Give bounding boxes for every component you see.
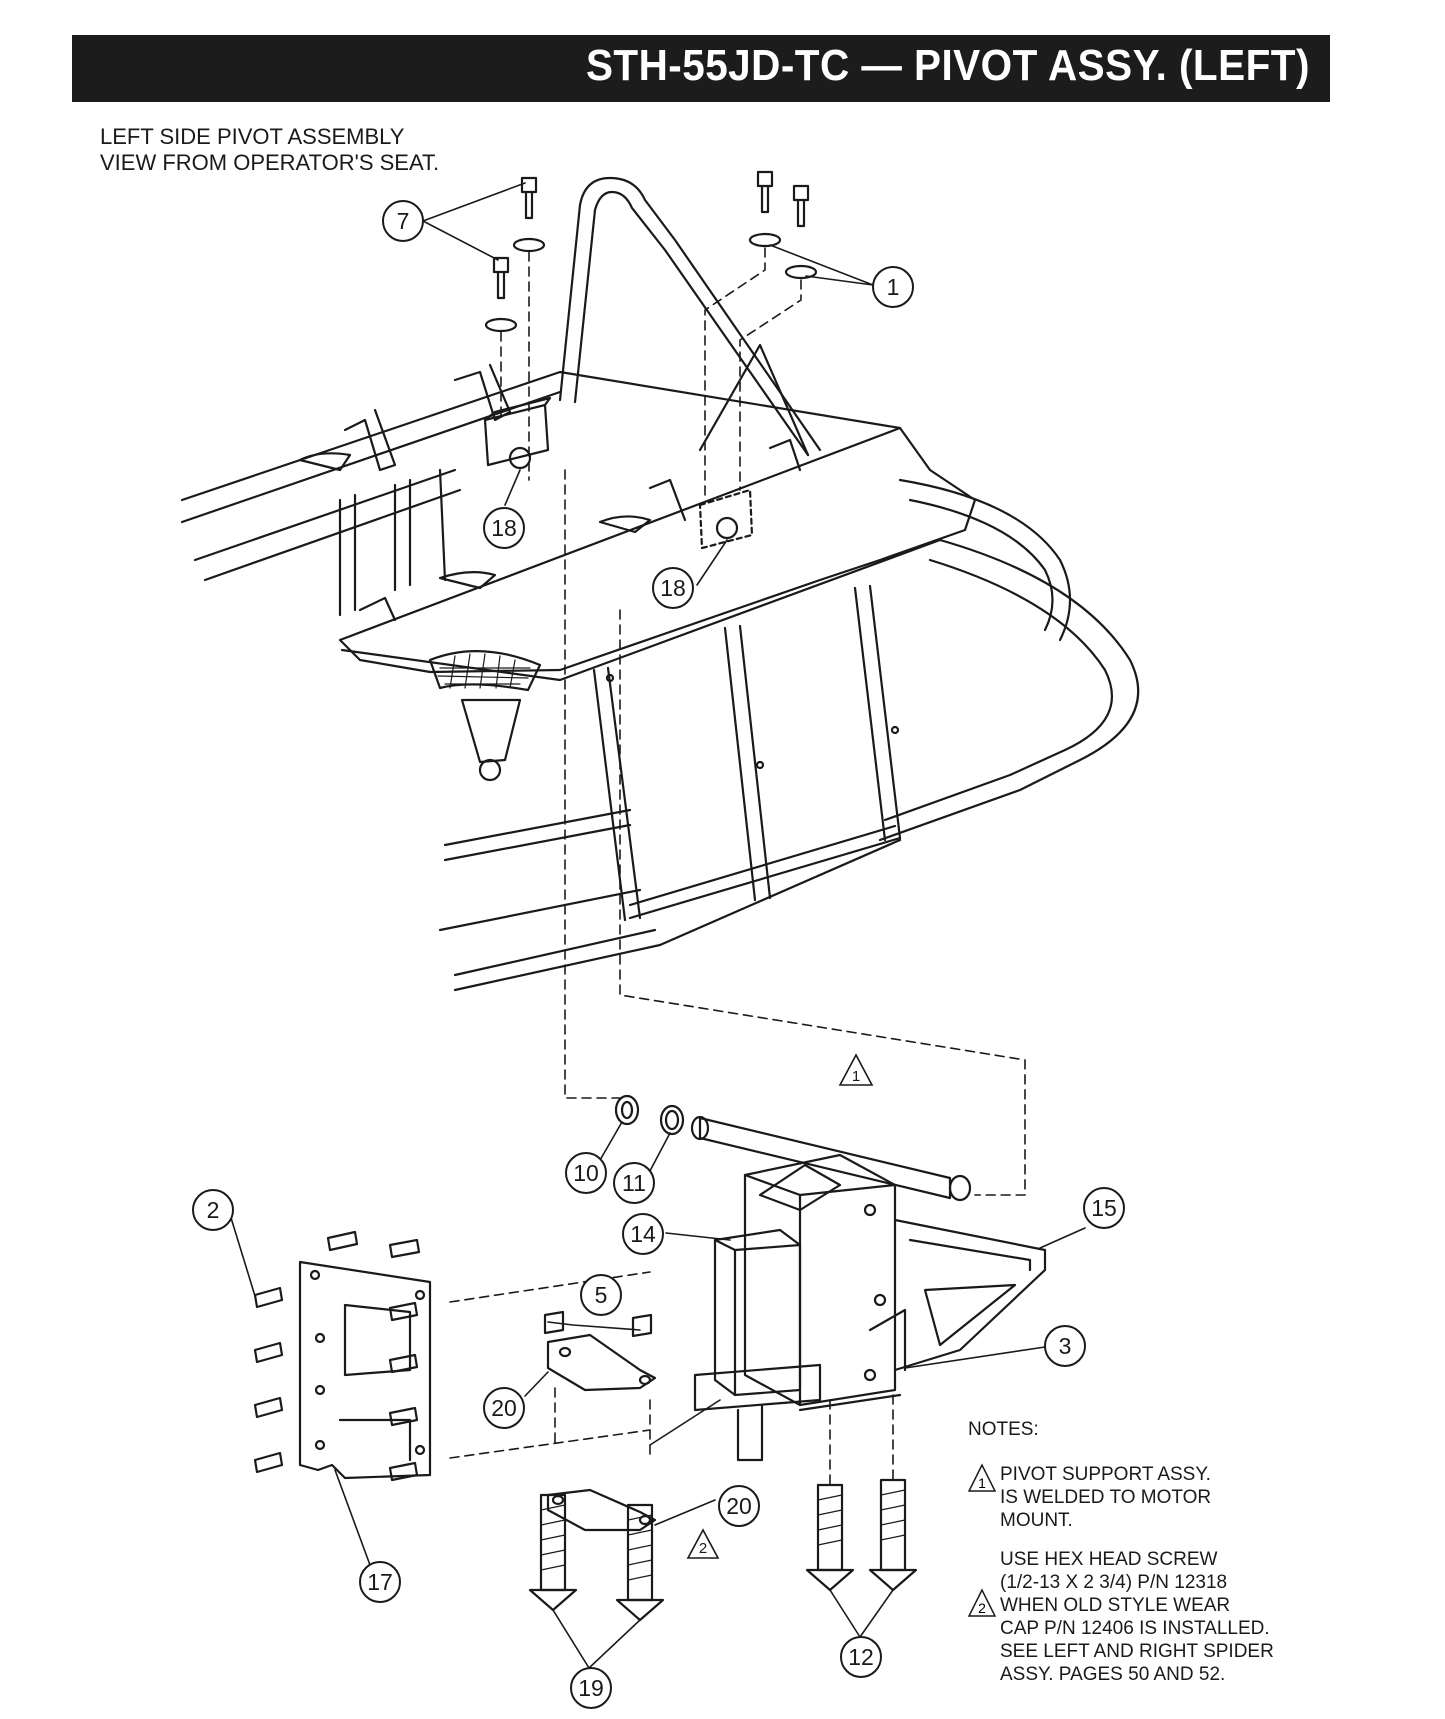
title-bar: STH-55JD-TC — PIVOT ASSY. (LEFT)	[72, 35, 1330, 102]
svg-text:12: 12	[848, 1644, 874, 1670]
note-2-line: CAP P/N 12406 IS INSTALLED.	[1000, 1618, 1270, 1639]
callout-12: 12	[840, 1636, 882, 1678]
callout-10: 10	[565, 1152, 607, 1194]
callout-19: 19	[570, 1667, 612, 1709]
assembly-lines	[449, 247, 1026, 1486]
callout-11: 11	[613, 1162, 655, 1204]
svg-text:2: 2	[978, 1600, 986, 1616]
svg-text:14: 14	[630, 1221, 656, 1247]
svg-text:17: 17	[367, 1569, 393, 1595]
callout-17: 17	[359, 1561, 401, 1603]
adapter-plate	[253, 1230, 432, 1482]
caption-line-2: VIEW FROM OPERATOR'S SEAT.	[100, 150, 440, 175]
svg-text:2: 2	[699, 1540, 707, 1557]
svg-text:11: 11	[622, 1170, 646, 1196]
callout-1: 1	[872, 266, 914, 308]
motor-mount	[693, 1153, 1047, 1462]
caption-line-1: LEFT SIDE PIVOT ASSEMBLY	[100, 124, 405, 149]
callout-20b: 20	[718, 1485, 760, 1527]
svg-text:1: 1	[978, 1475, 986, 1491]
svg-text:3: 3	[1059, 1333, 1072, 1359]
washer-11	[659, 1104, 685, 1136]
svg-text:1: 1	[852, 1068, 860, 1085]
notes-heading: NOTES:	[968, 1419, 1039, 1440]
svg-text:5: 5	[595, 1282, 608, 1308]
pivot-shaft	[690, 1115, 972, 1202]
callout-18b: 18	[652, 567, 694, 609]
clamp-plates	[543, 1310, 657, 1532]
notes-section: NOTES: 1 PIVOT SUPPORT ASSY. IS WELDED T…	[968, 1418, 1308, 1702]
svg-text:2: 2	[207, 1197, 220, 1223]
svg-text:20: 20	[726, 1493, 752, 1519]
bolts-top	[484, 170, 818, 333]
note-1-marker-drawing: 1	[838, 1053, 874, 1086]
note-2-line: WHEN OLD STYLE WEAR	[1000, 1595, 1231, 1616]
svg-text:18: 18	[491, 515, 517, 541]
svg-text:15: 15	[1091, 1195, 1117, 1221]
note-2-marker-drawing: 2	[686, 1528, 720, 1559]
svg-text:7: 7	[397, 208, 410, 234]
callout-18a: 18	[483, 507, 525, 549]
note-1: 1 PIVOT SUPPORT ASSY. IS WELDED TO MOTOR…	[968, 1463, 1308, 1532]
svg-text:1: 1	[887, 274, 900, 300]
note-1-line: IS WELDED TO MOTOR	[1000, 1487, 1212, 1508]
leader-lines	[227, 182, 1086, 1669]
note-2-line: ASSY. PAGES 50 AND 52.	[1000, 1664, 1226, 1685]
flat-head-screws	[528, 1478, 918, 1622]
callout-7: 7	[382, 200, 424, 242]
note-1-line: PIVOT SUPPORT ASSY.	[1000, 1464, 1211, 1485]
callout-14: 14	[622, 1213, 664, 1255]
note-1-line: MOUNT.	[1000, 1510, 1073, 1531]
note-2: 2 USE HEX HEAD SCREW (1/2-13 X 2 3/4) P/…	[968, 1548, 1308, 1686]
callout-5: 5	[580, 1274, 622, 1316]
page-title: STH-55JD-TC — PIVOT ASSY. (LEFT)	[586, 41, 1310, 90]
washer-10	[614, 1094, 640, 1126]
note-2-marker: 2	[968, 1588, 996, 1617]
view-caption: LEFT SIDE PIVOT ASSEMBLY VIEW FROM OPERA…	[100, 124, 439, 176]
callout-2: 2	[192, 1189, 234, 1231]
note-2-line: SEE LEFT AND RIGHT SPIDER	[1000, 1641, 1274, 1662]
svg-text:19: 19	[578, 1675, 604, 1701]
svg-text:20: 20	[491, 1395, 517, 1421]
note-2-line: (1/2-13 X 2 3/4) P/N 12318	[1000, 1572, 1228, 1593]
svg-text:18: 18	[660, 575, 686, 601]
note-2-line: USE HEX HEAD SCREW	[1000, 1549, 1218, 1570]
platform-frame	[180, 176, 1140, 992]
callout-3: 3	[1044, 1325, 1086, 1367]
svg-text:10: 10	[573, 1160, 599, 1186]
callout-15: 15	[1083, 1187, 1125, 1229]
note-1-marker: 1	[968, 1463, 996, 1492]
callout-20a: 20	[483, 1387, 525, 1429]
